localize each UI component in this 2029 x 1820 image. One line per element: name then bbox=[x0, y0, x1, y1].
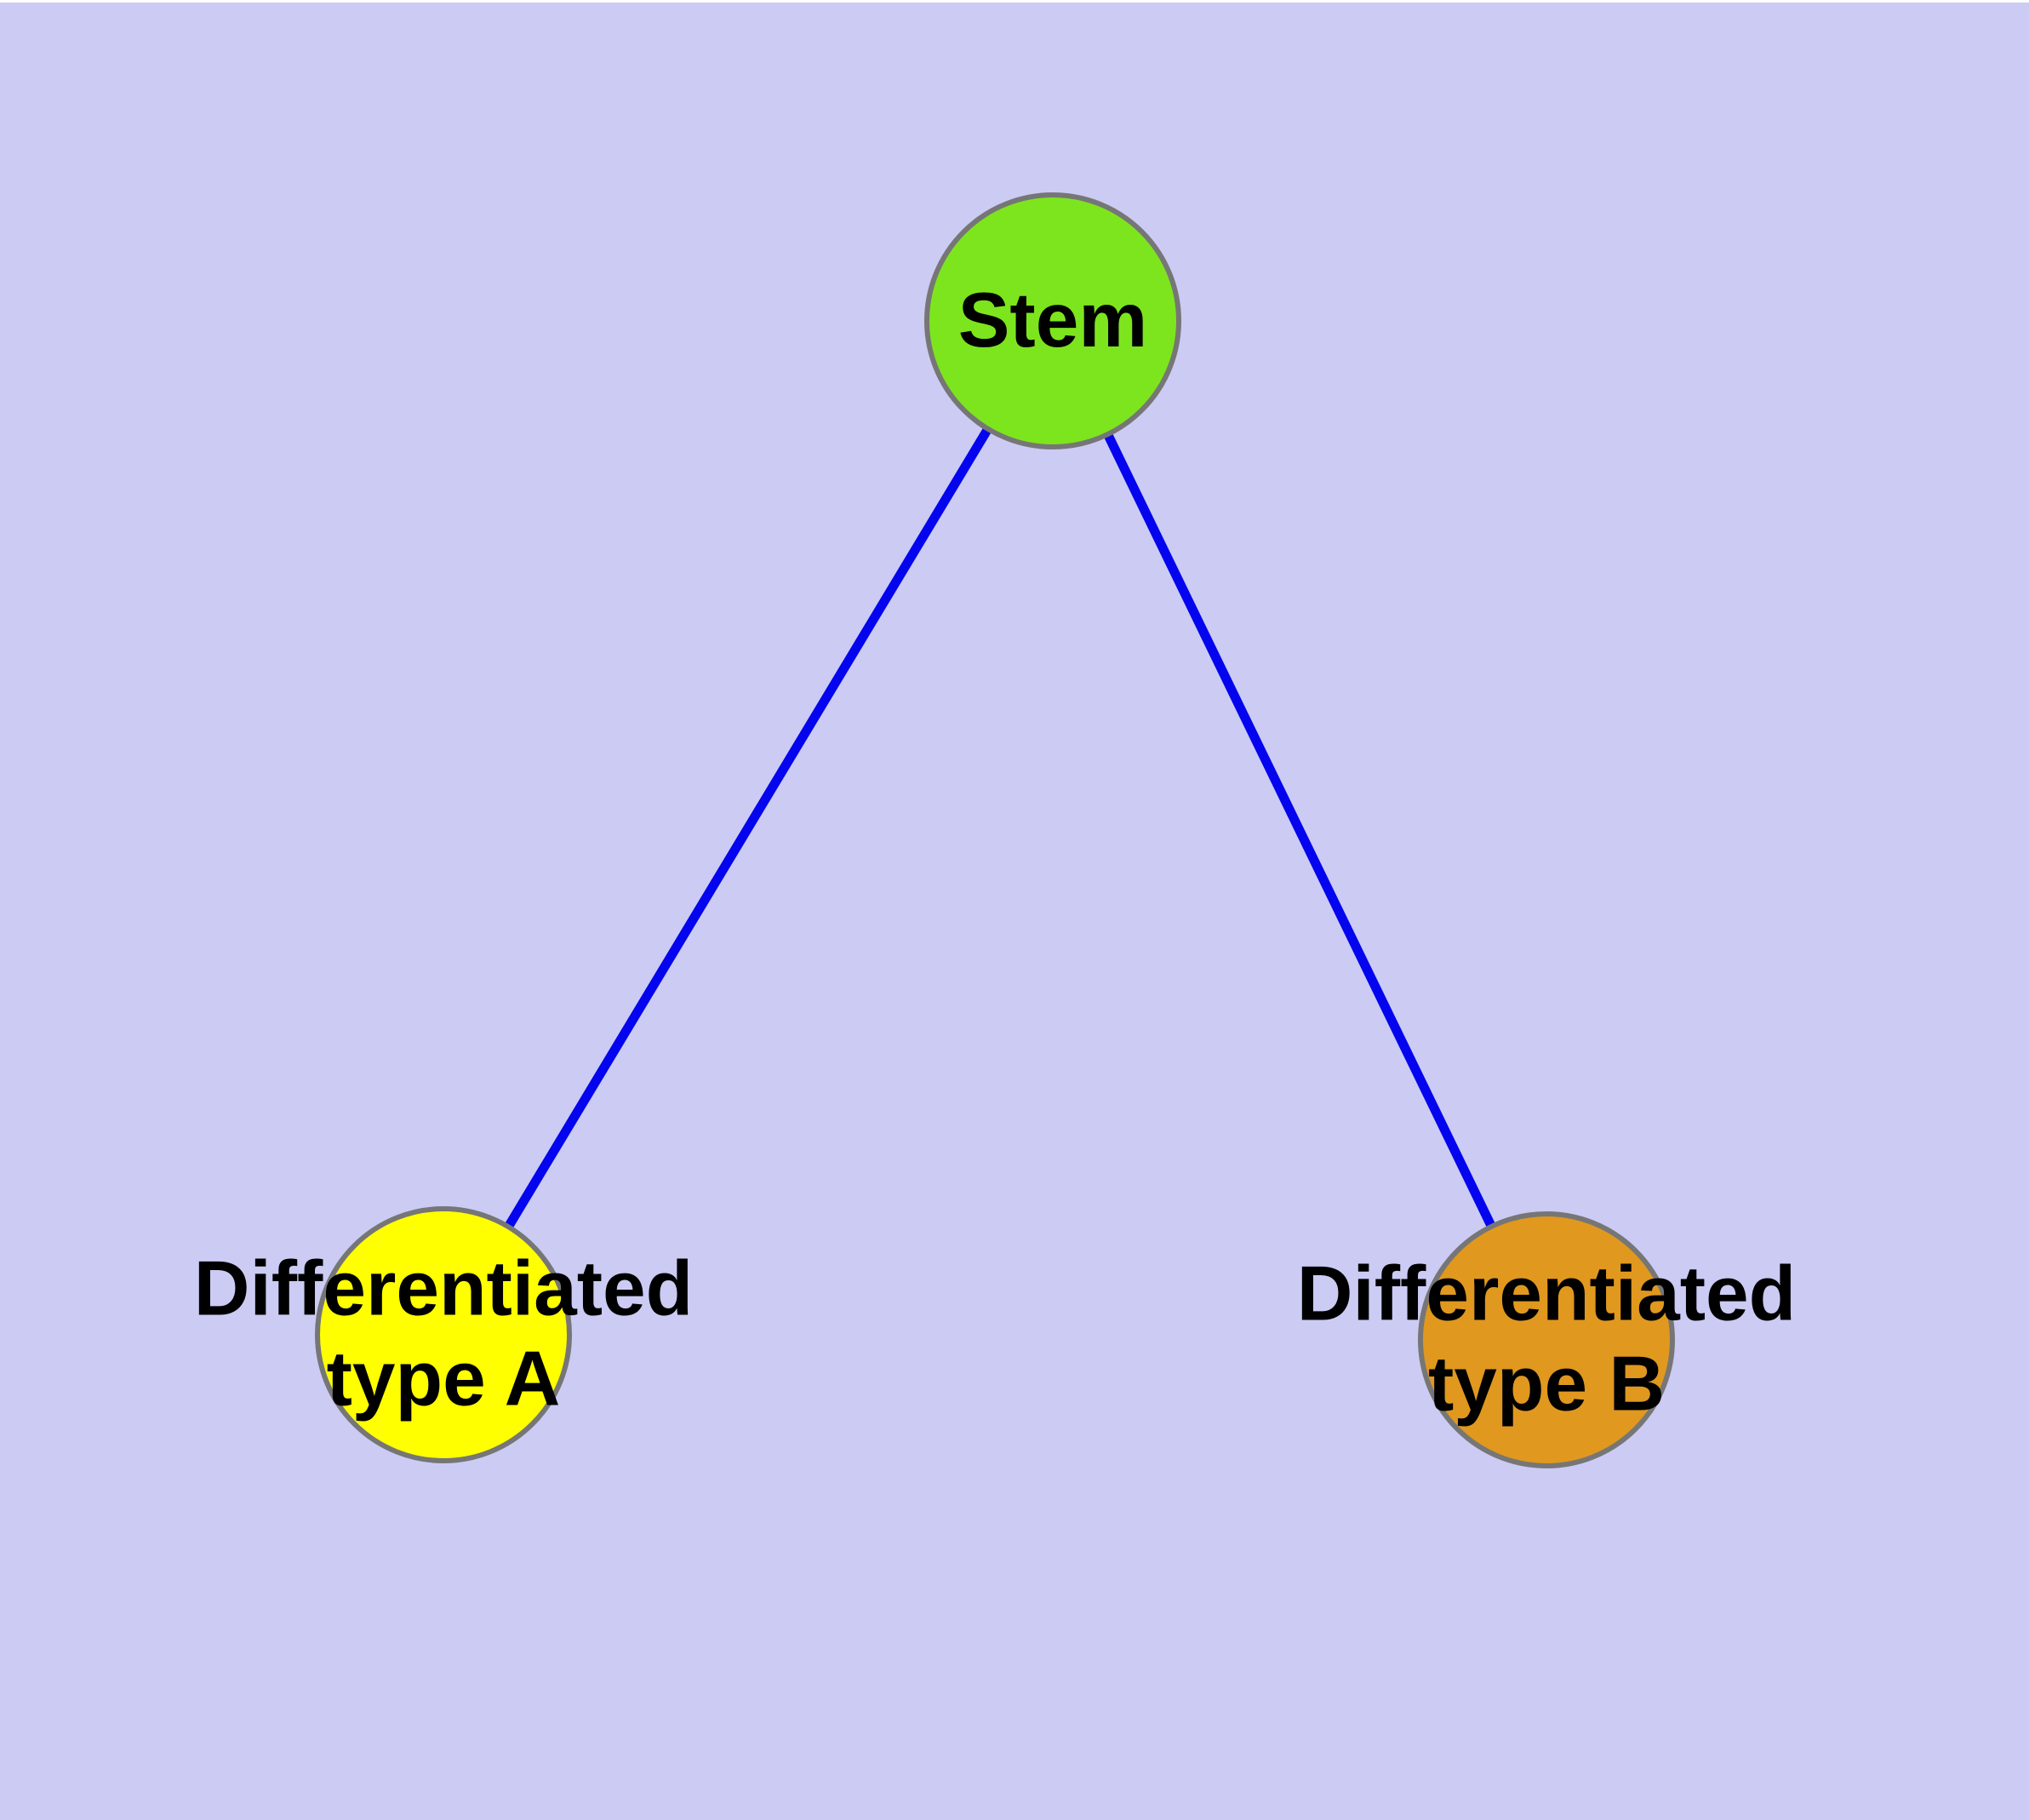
node-label-differentiated-type-a: Differentiated type A bbox=[193, 1245, 694, 1422]
node-differentiated-type-a bbox=[315, 1206, 572, 1463]
node-label-differentiated-type-b: Differentiated type B bbox=[1296, 1251, 1797, 1428]
node-label-stem: Stem bbox=[957, 277, 1148, 363]
diagram-canvas: Stem Differentiated type A Differentiate… bbox=[0, 3, 2029, 1820]
node-differentiated-type-b bbox=[1418, 1211, 1675, 1468]
edge-stem-to-type-a bbox=[439, 318, 1057, 1337]
node-stem bbox=[924, 192, 1181, 449]
graph-edges bbox=[439, 318, 1551, 1342]
edge-stem-to-type-b bbox=[1049, 318, 1551, 1342]
